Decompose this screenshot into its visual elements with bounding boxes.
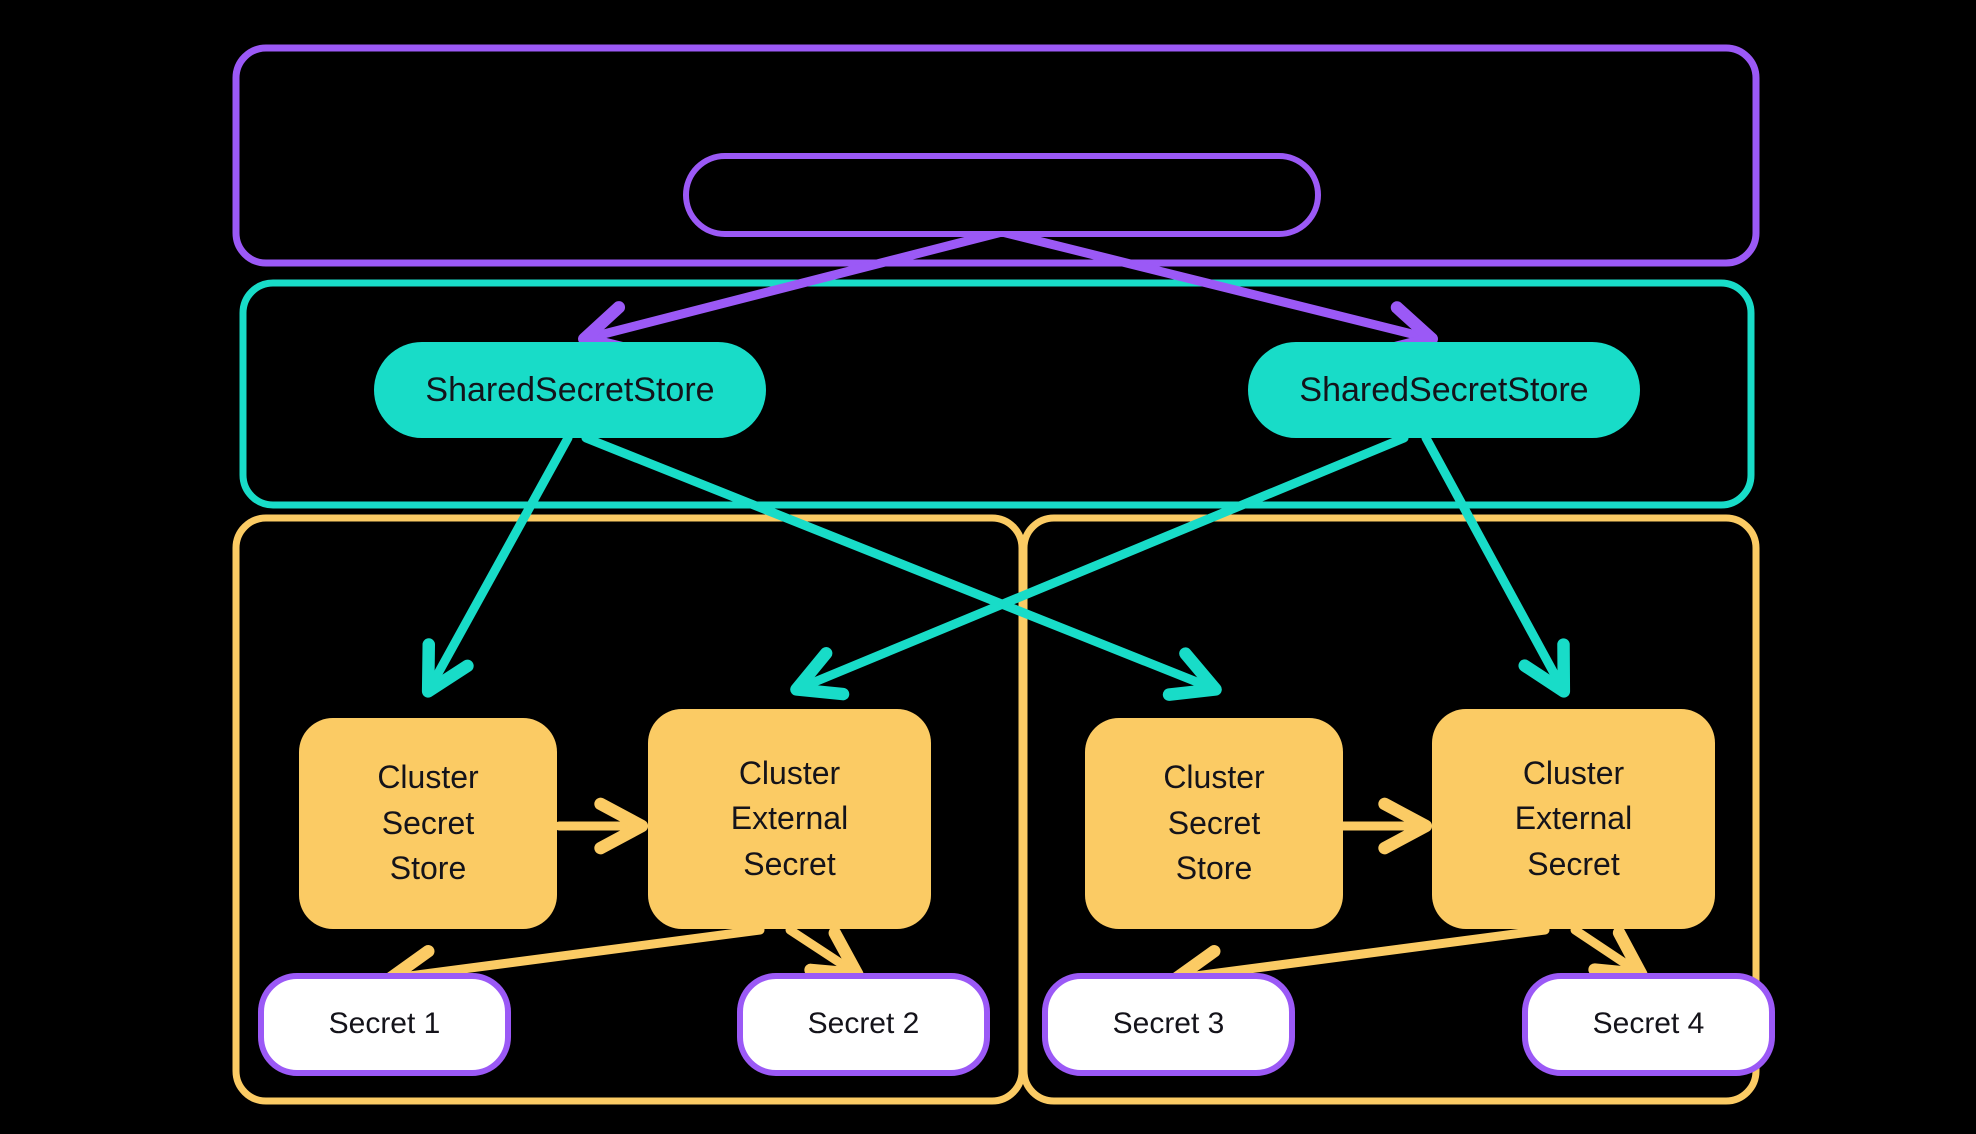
edge-ces-left-to-secret-1: [383, 925, 765, 1002]
edge-shared-right-to-ces-right: [1421, 433, 1571, 698]
edge-shared-left-to-css-right: [581, 433, 1222, 701]
node-cluster-secret-store-right[interactable]: [1085, 718, 1343, 929]
edge-ces-right-to-secret-4: [1570, 925, 1648, 981]
node-cluster-external-secret-right[interactable]: [1432, 709, 1715, 929]
namespace-right-container: [1020, 514, 1760, 1105]
node-secret-3[interactable]: [1042, 973, 1295, 1076]
edge-ces-left-to-secret-2: [785, 925, 864, 981]
edge-ces-right-to-secret-3: [1169, 925, 1550, 1002]
edge-root-to-shared-right: [997, 227, 1438, 357]
node-secret-1[interactable]: [258, 973, 511, 1076]
edge-shared-left-to-css-left: [421, 433, 573, 698]
node-shared-secret-store-right[interactable]: [1248, 342, 1640, 438]
node-cluster-external-secret-left[interactable]: [648, 709, 931, 929]
node-shared-secret-store-left[interactable]: [374, 342, 766, 438]
cluster-scope-container: [232, 44, 1760, 267]
edge-root-to-shared-left: [578, 227, 1007, 357]
node-secret-4[interactable]: [1522, 973, 1775, 1076]
node-secret-2[interactable]: [737, 973, 990, 1076]
shared-scope-container: [239, 279, 1755, 509]
node-cluster-secret-store-left[interactable]: [299, 718, 557, 929]
node-root-pill[interactable]: [683, 153, 1321, 237]
edge-shared-right-to-ces-left: [790, 433, 1409, 701]
